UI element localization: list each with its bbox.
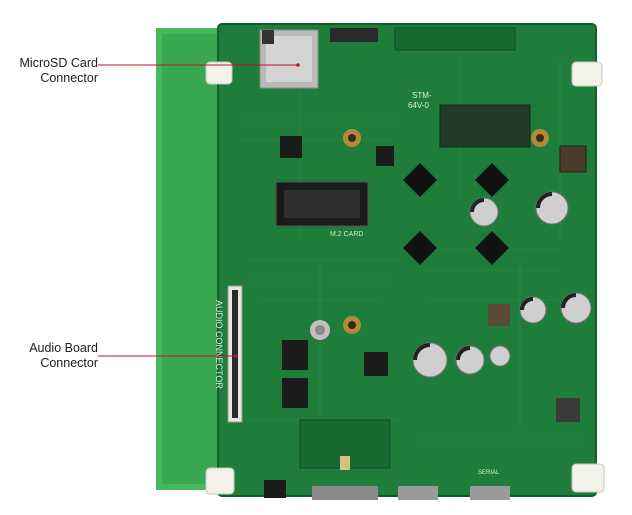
microsd-callout-line2: Connector xyxy=(40,71,98,85)
audio-callout-line1: Audio Board xyxy=(29,341,98,355)
microsd-callout-line1: MicroSD Card xyxy=(19,56,99,70)
serial-silk: SERIAL xyxy=(478,470,500,476)
capacitors xyxy=(412,191,592,378)
bottom-connector-3 xyxy=(470,486,510,500)
ics xyxy=(280,136,394,408)
standoffs xyxy=(205,61,605,495)
audio-callout-line2: Connector xyxy=(40,356,98,370)
mounting-holes xyxy=(310,129,549,340)
stm-silk-2: 64V-0 xyxy=(408,101,429,110)
stm-silk: STM- xyxy=(412,91,432,100)
inductors xyxy=(403,163,509,265)
top-header xyxy=(330,28,378,42)
bottom-connector-1 xyxy=(312,486,378,500)
bottom-connector-2 xyxy=(398,486,438,500)
audio-silk: AUDIO CONNECTOR xyxy=(214,300,224,389)
microsd-callout-label: MicroSD Card Connector xyxy=(0,56,99,86)
audio-callout-label: Audio Board Connector xyxy=(0,341,98,371)
m2-silk: M.2 CARD xyxy=(330,231,363,238)
